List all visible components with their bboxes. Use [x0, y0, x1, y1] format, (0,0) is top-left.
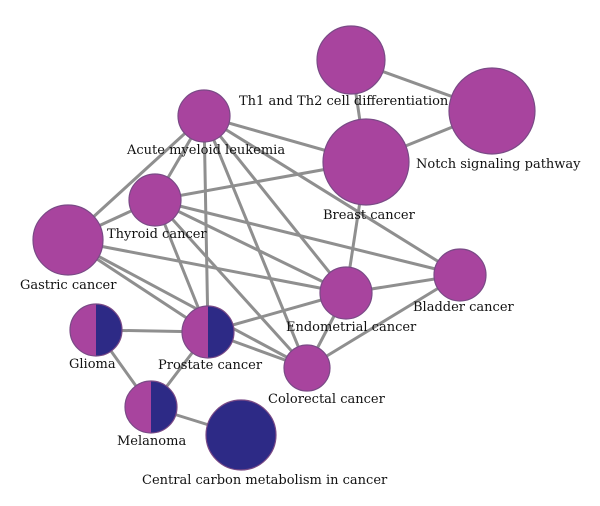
network-edges [66, 58, 494, 437]
node-breast[interactable] [322, 118, 410, 206]
label-glioma: Glioma [69, 357, 116, 372]
node-notch[interactable] [448, 67, 536, 155]
node-melanoma[interactable] [124, 380, 178, 434]
node-endometrial[interactable] [319, 266, 373, 320]
node-glioma[interactable] [69, 303, 123, 357]
node-half-right-melanoma[interactable] [151, 381, 177, 433]
node-bladder[interactable] [433, 248, 487, 302]
node-half-left-prostate[interactable] [182, 306, 208, 358]
node-circle-thyroid[interactable] [128, 173, 182, 227]
node-outline-glioma [69, 303, 123, 357]
label-prostate: Prostate cancer [158, 358, 263, 373]
node-circle-th1th2[interactable] [316, 25, 386, 95]
edge-thyroid-colorectal [153, 198, 309, 370]
edge-bladder-colorectal [305, 273, 462, 370]
label-ccm: Central carbon metabolism in cancer [142, 473, 388, 488]
edge-aml-colorectal [202, 114, 309, 370]
node-prostate[interactable] [181, 305, 235, 359]
label-aml: Acute myeloid leukemia [126, 143, 285, 158]
node-half-right-prostate[interactable] [208, 306, 234, 358]
node-outline-prostate [181, 305, 235, 359]
label-melanoma: Melanoma [117, 434, 186, 449]
network-nodes [32, 25, 536, 471]
node-th1th2[interactable] [316, 25, 386, 95]
node-thyroid[interactable] [128, 173, 182, 227]
node-circle-notch[interactable] [448, 67, 536, 155]
edge-thyroid-endometrial [153, 198, 348, 295]
label-breast: Breast cancer [323, 208, 416, 223]
node-circle-aml[interactable] [177, 89, 231, 143]
edge-thyroid-bladder [153, 198, 462, 277]
node-circle-ccm[interactable] [205, 399, 277, 471]
label-thyroid: Thyroid cancer [107, 227, 207, 242]
node-ccm[interactable] [205, 399, 277, 471]
node-colorectal[interactable] [283, 344, 331, 392]
node-aml[interactable] [177, 89, 231, 143]
node-circle-gastric[interactable] [32, 204, 104, 276]
label-th1th2: Th1 and Th2 cell differentiation [239, 94, 449, 109]
node-circle-endometrial[interactable] [319, 266, 373, 320]
node-gastric[interactable] [32, 204, 104, 276]
edge-gastric-colorectal [66, 238, 309, 370]
node-circle-bladder[interactable] [433, 248, 487, 302]
label-notch: Notch signaling pathway [416, 157, 581, 172]
label-colorectal: Colorectal cancer [268, 392, 386, 407]
node-half-left-glioma[interactable] [70, 304, 96, 356]
edge-gastric-endometrial [66, 238, 348, 295]
node-outline-melanoma [124, 380, 178, 434]
edge-aml-endometrial [202, 114, 348, 295]
node-half-left-melanoma[interactable] [125, 381, 151, 433]
node-circle-breast[interactable] [322, 118, 410, 206]
node-circle-colorectal[interactable] [283, 344, 331, 392]
label-bladder: Bladder cancer [413, 300, 515, 315]
node-half-right-glioma[interactable] [96, 304, 122, 356]
edge-aml-bladder [202, 114, 462, 277]
label-endometrial: Endometrial cancer [286, 320, 417, 335]
label-gastric: Gastric cancer [20, 278, 117, 293]
